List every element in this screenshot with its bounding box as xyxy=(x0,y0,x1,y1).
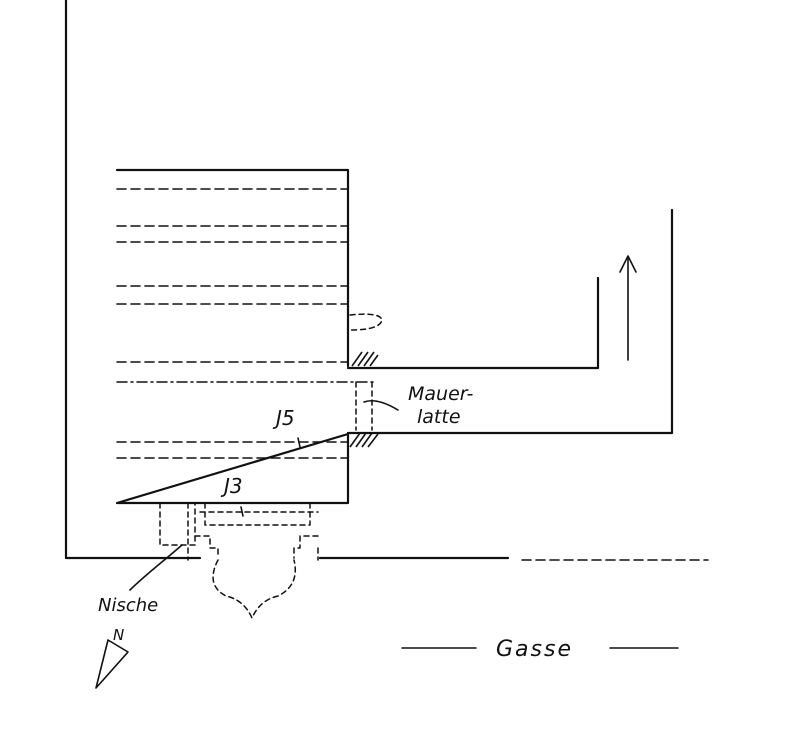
mauerlatte-label-line1: Mauer- xyxy=(408,383,474,405)
nische-leader xyxy=(129,544,183,591)
beam-lines xyxy=(116,188,377,459)
outer-boundary-wall xyxy=(64,0,510,560)
wall-bulge-dashed xyxy=(349,313,383,331)
nische-label: Nische xyxy=(98,595,158,616)
north-label: N xyxy=(113,626,124,644)
entrance-arch xyxy=(212,559,296,619)
mauerlatte-label-line2: latte xyxy=(417,406,461,428)
north-arrow xyxy=(95,639,129,689)
gasse-label: Gasse xyxy=(496,637,573,662)
beam-j5-label: J5 xyxy=(272,406,295,430)
mauerlatte-opening xyxy=(355,381,373,431)
corridor-outer-wall xyxy=(346,208,674,435)
niche-and-entrance xyxy=(159,502,319,619)
mauerlatte-leader xyxy=(363,399,399,411)
beam-j3-label: J3 xyxy=(220,474,243,498)
main-building-outline xyxy=(115,168,350,505)
beam-j3-mark xyxy=(240,506,244,517)
beam-j5-mark xyxy=(297,437,301,448)
direction-arrow xyxy=(619,255,637,361)
hatched-wall-top xyxy=(351,351,379,367)
corridor-inner-wall xyxy=(346,276,600,370)
hatched-wall-bottom xyxy=(349,432,379,448)
